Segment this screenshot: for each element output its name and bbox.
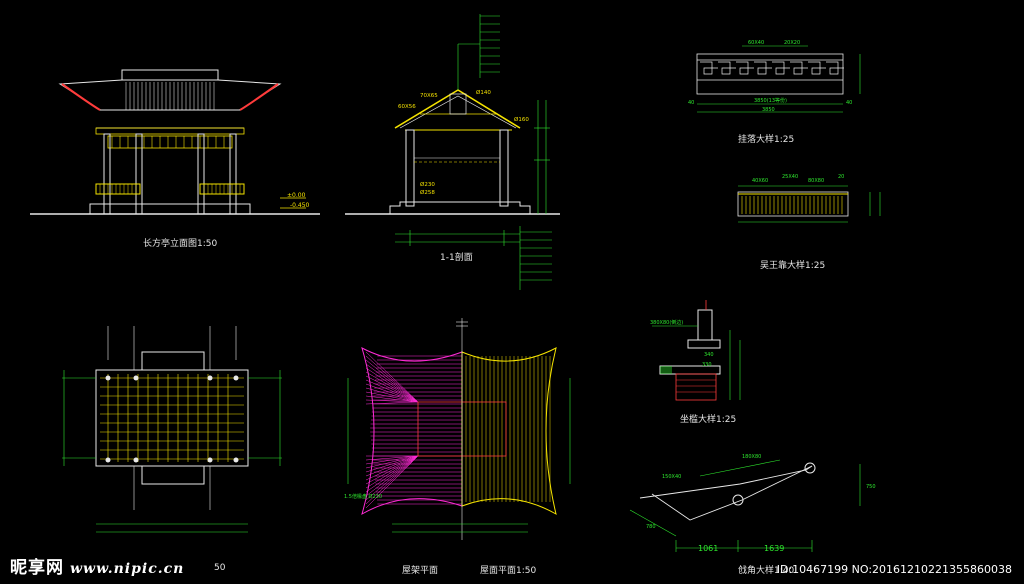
roof-plan-drawing: 1.5倍椽盘 Ø230 bbox=[344, 318, 571, 540]
svg-text:20: 20 bbox=[838, 174, 844, 180]
bench-detail: 380X80(倒边) 340 330 bbox=[650, 300, 741, 401]
svg-text:330: 330 bbox=[702, 362, 712, 368]
plan-drawing bbox=[62, 326, 282, 533]
svg-text:-0.450: -0.450 bbox=[290, 202, 310, 209]
svg-text:Ø140: Ø140 bbox=[476, 89, 491, 96]
svg-text:150X40: 150X40 bbox=[662, 474, 681, 480]
dim-1639: 1639 bbox=[764, 544, 785, 553]
roof-frame-title: 屋架平面 bbox=[402, 566, 439, 576]
svg-text:Ø230: Ø230 bbox=[420, 181, 435, 188]
svg-text:60X40: 60X40 bbox=[748, 40, 764, 46]
svg-text:40: 40 bbox=[688, 100, 694, 106]
watermark-url: www.nipic.cn bbox=[70, 561, 185, 577]
corner-title: 戗角大样1:40 bbox=[738, 566, 795, 576]
svg-text:3850: 3850 bbox=[762, 107, 775, 113]
elevation-drawing: ±0.00 -0.450 bbox=[30, 69, 320, 215]
section-drawing: 70X65 60X56 Ø140 Ø160 Ø230 Ø258 bbox=[345, 14, 560, 290]
watermark-id: ID:10467199 NO:20161210221355860038 bbox=[776, 563, 1012, 576]
svg-text:70X65: 70X65 bbox=[420, 93, 438, 99]
svg-text:±0.00: ±0.00 bbox=[287, 192, 306, 199]
svg-text:80X80: 80X80 bbox=[808, 178, 824, 184]
svg-text:40: 40 bbox=[846, 100, 852, 106]
section-title: 1-1剖面 bbox=[440, 253, 473, 263]
dim-1061: 1061 bbox=[698, 544, 719, 553]
svg-text:380X80(倒边): 380X80(倒边) bbox=[650, 319, 683, 326]
svg-text:25X40: 25X40 bbox=[782, 174, 798, 180]
bench-title: 坐槛大样1:25 bbox=[680, 415, 737, 425]
corner-detail: 180X80 150X40 780 750 bbox=[629, 454, 876, 552]
hanging-detail: 60X40 20X20 3850(13等份) 3850 40 40 bbox=[688, 40, 861, 113]
elevation-title: 长方亭立面图1:50 bbox=[143, 239, 218, 249]
plan-title-partial: 50 bbox=[214, 563, 226, 573]
railing-title: 吴王靠大样1:25 bbox=[760, 261, 826, 271]
svg-text:180X80: 180X80 bbox=[742, 454, 761, 460]
svg-text:750: 750 bbox=[866, 484, 876, 490]
svg-text:40X60: 40X60 bbox=[752, 178, 768, 184]
svg-text:780: 780 bbox=[646, 524, 656, 530]
railing-detail: 40X60 25X40 80X80 20 bbox=[737, 174, 881, 223]
svg-text:60X56: 60X56 bbox=[398, 104, 416, 110]
svg-text:3850(13等份): 3850(13等份) bbox=[754, 97, 787, 104]
svg-text:20X20: 20X20 bbox=[784, 40, 800, 46]
roof-plan-title: 屋面平面1:50 bbox=[480, 566, 537, 576]
hanging-title: 挂落大样1:25 bbox=[738, 135, 795, 145]
watermark: 昵享网 www.nipic.cn bbox=[10, 553, 184, 578]
svg-text:340: 340 bbox=[704, 352, 714, 358]
svg-text:Ø258: Ø258 bbox=[420, 189, 435, 196]
svg-text:Ø160: Ø160 bbox=[514, 116, 529, 123]
watermark-brand: 昵享网 bbox=[10, 558, 64, 578]
svg-text:1.5倍椽盘 Ø230: 1.5倍椽盘 Ø230 bbox=[344, 493, 382, 500]
